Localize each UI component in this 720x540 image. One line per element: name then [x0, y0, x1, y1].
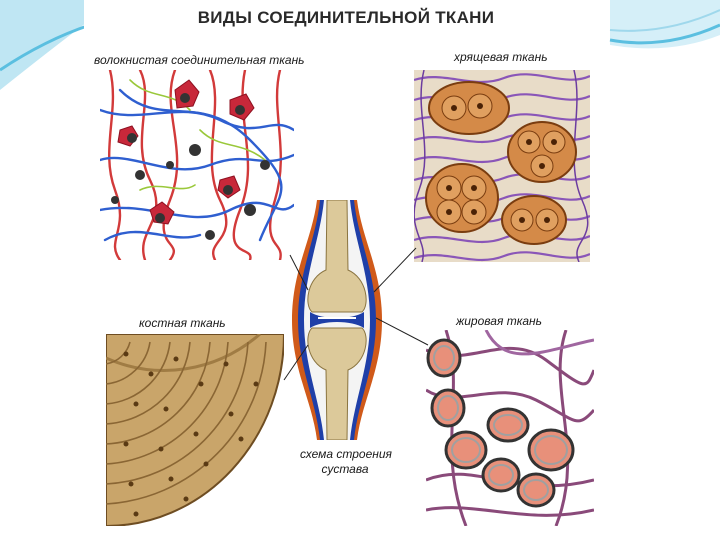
connective-tissue-figure: ВИДЫ СОЕДИНИТЕЛЬНОЙ ТКАНИ волокнистая со… — [84, 0, 608, 540]
leader-cartilage — [374, 248, 416, 292]
leader-fibrous — [290, 255, 308, 290]
leader-lines — [84, 0, 608, 540]
leader-fat — [376, 318, 428, 345]
leader-bone — [284, 345, 308, 380]
